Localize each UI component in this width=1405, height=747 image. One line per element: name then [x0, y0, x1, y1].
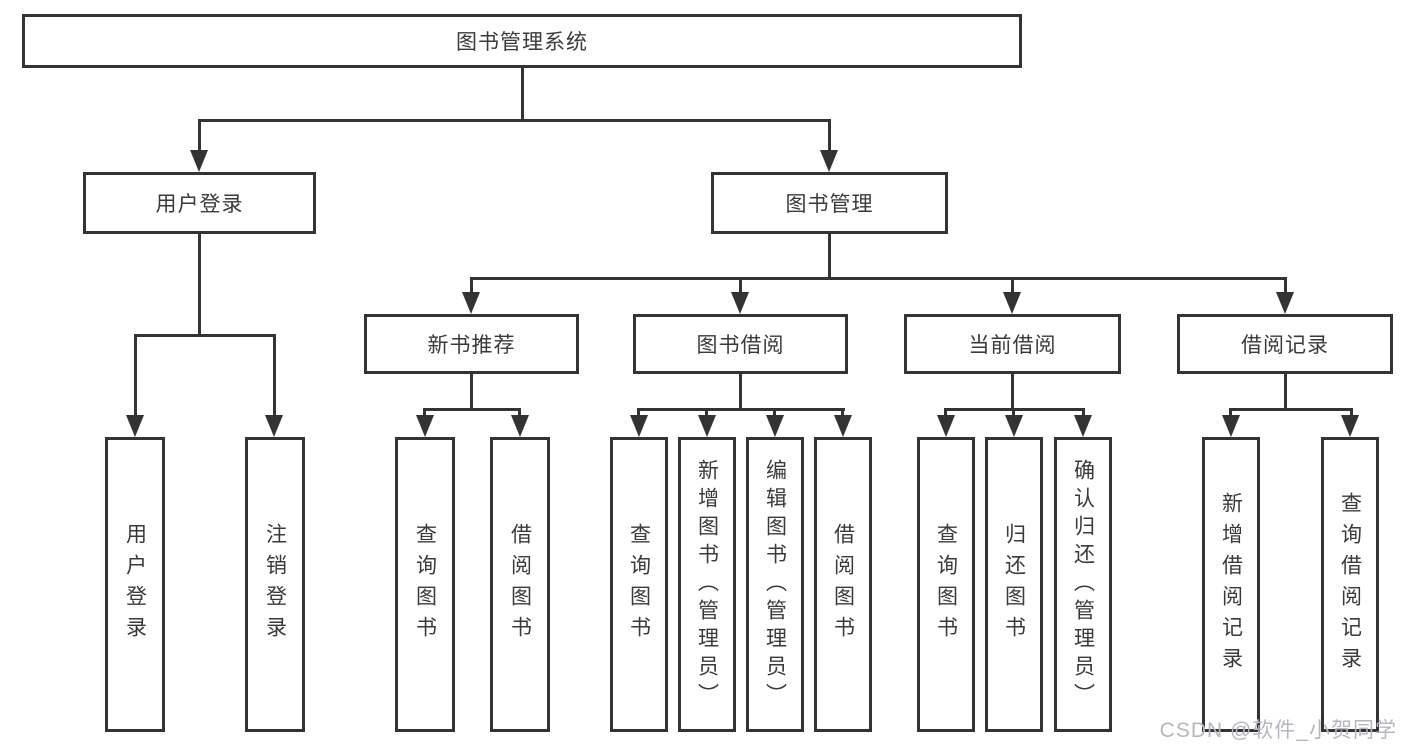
arrowhead-down-icon [416, 415, 434, 437]
edge-bookborrow-drop-3 [773, 408, 776, 417]
node-root-label: 图书管理系统 [456, 31, 588, 54]
edge-root-drop-left [198, 119, 201, 152]
leaf-records-query-label: 查询借阅记录 [1338, 491, 1362, 678]
leaf-newbook-query-label: 查询图书 [413, 522, 437, 647]
edge-currentborrow-drop-1 [944, 408, 947, 417]
arrowhead-down-icon [1074, 415, 1092, 437]
node-root: 图书管理系统 [22, 14, 1022, 68]
leaf-records-query: 查询借阅记录 [1321, 437, 1379, 732]
leaf-borrow-edit-admin: 编辑图书（管理员） [746, 437, 804, 732]
edge-bookmgmt-drop-1 [470, 277, 473, 294]
edge-records-stem [1284, 374, 1287, 410]
arrowhead-down-icon [630, 415, 648, 437]
edge-bookmgmt-bar [470, 277, 1287, 280]
edge-root-bar [198, 119, 831, 122]
edge-bookmgmt-stem [828, 234, 831, 280]
arrowhead-down-icon [698, 415, 716, 437]
edge-records-drop-2 [1350, 408, 1353, 417]
edge-bookborrow-bar [637, 408, 845, 411]
edge-userlogin-drop-2 [273, 334, 276, 417]
leaf-borrow-borrow: 借阅图书 [814, 437, 872, 732]
arrowhead-down-icon [1003, 292, 1021, 314]
leaf-borrow-add-admin-label: 新增图书（管理员） [695, 458, 719, 711]
edge-currentborrow-drop-3 [1082, 408, 1085, 417]
edge-bookborrow-drop-2 [705, 408, 708, 417]
edge-currentborrow-stem [1011, 374, 1014, 410]
arrowhead-down-icon [1276, 292, 1294, 314]
leaf-current-confirm-admin: 确认归还（管理员） [1054, 437, 1112, 732]
arrowhead-down-icon [937, 415, 955, 437]
node-book-borrow: 图书借阅 [633, 314, 848, 374]
node-borrow-records: 借阅记录 [1177, 314, 1393, 374]
edge-bookborrow-drop-4 [841, 408, 844, 417]
edge-newbook-drop-2 [518, 408, 521, 417]
leaf-borrow-query: 查询图书 [610, 437, 668, 732]
arrowhead-down-icon [820, 150, 838, 172]
leaf-logout-label: 注销登录 [263, 522, 287, 647]
arrowhead-down-icon [766, 415, 784, 437]
leaf-current-return: 归还图书 [985, 437, 1043, 732]
arrowhead-down-icon [462, 292, 480, 314]
edge-newbook-bar [423, 408, 521, 411]
node-new-book-recommend: 新书推荐 [364, 314, 579, 374]
arrowhead-down-icon [1341, 415, 1359, 437]
node-user-login-label: 用户登录 [155, 193, 244, 216]
leaf-newbook-query: 查询图书 [395, 437, 455, 732]
leaf-records-add: 新增借阅记录 [1202, 437, 1260, 732]
leaf-current-query: 查询图书 [917, 437, 975, 732]
edge-userlogin-stem [198, 234, 201, 336]
edge-root-stem [521, 68, 524, 121]
node-book-management: 图书管理 [711, 172, 948, 234]
node-current-borrow: 当前借阅 [904, 314, 1121, 374]
leaf-borrow-query-label: 查询图书 [627, 522, 651, 647]
leaf-user-login: 用户登录 [105, 437, 165, 732]
node-user-login: 用户登录 [83, 172, 316, 234]
node-new-book-recommend-label: 新书推荐 [427, 334, 516, 357]
arrowhead-down-icon [834, 415, 852, 437]
csdn-watermark: CSDN @软件_小贺同学 [1159, 719, 1397, 742]
edge-bookborrow-drop-1 [637, 408, 640, 417]
arrowhead-down-icon [1222, 415, 1240, 437]
arrowhead-down-icon [511, 415, 529, 437]
arrowhead-down-icon [190, 150, 208, 172]
leaf-current-confirm-admin-label: 确认归还（管理员） [1071, 458, 1095, 711]
leaf-user-login-label: 用户登录 [123, 522, 147, 647]
edge-userlogin-bar [134, 334, 276, 337]
arrowhead-down-icon [731, 292, 749, 314]
node-book-borrow-label: 图书借阅 [696, 334, 785, 357]
arrowhead-down-icon [265, 415, 283, 437]
leaf-borrow-add-admin: 新增图书（管理员） [678, 437, 736, 732]
leaf-newbook-borrow-label: 借阅图书 [508, 522, 532, 647]
arrowhead-down-icon [126, 415, 144, 437]
edge-bookmgmt-drop-2 [739, 277, 742, 294]
edge-records-drop-1 [1229, 408, 1232, 417]
leaf-newbook-borrow: 借阅图书 [490, 437, 550, 732]
leaf-records-add-label: 新增借阅记录 [1219, 491, 1243, 678]
edge-records-bar [1229, 408, 1353, 411]
edge-userlogin-drop-1 [134, 334, 137, 417]
node-borrow-records-label: 借阅记录 [1241, 334, 1329, 357]
node-book-management-label: 图书管理 [785, 193, 874, 216]
leaf-logout: 注销登录 [245, 437, 305, 732]
leaf-current-query-label: 查询图书 [934, 522, 958, 647]
node-current-borrow-label: 当前借阅 [968, 334, 1057, 357]
edge-newbook-stem [470, 374, 473, 410]
edge-currentborrow-drop-2 [1012, 408, 1015, 417]
edge-bookborrow-stem [739, 374, 742, 410]
arrowhead-down-icon [1005, 415, 1023, 437]
leaf-borrow-edit-admin-label: 编辑图书（管理员） [763, 458, 787, 711]
leaf-borrow-borrow-label: 借阅图书 [831, 522, 855, 647]
edge-root-drop-right [828, 119, 831, 152]
edge-bookmgmt-drop-3 [1011, 277, 1014, 294]
edge-newbook-drop-1 [423, 408, 426, 417]
leaf-current-return-label: 归还图书 [1002, 522, 1026, 647]
edge-bookmgmt-drop-4 [1284, 277, 1287, 294]
